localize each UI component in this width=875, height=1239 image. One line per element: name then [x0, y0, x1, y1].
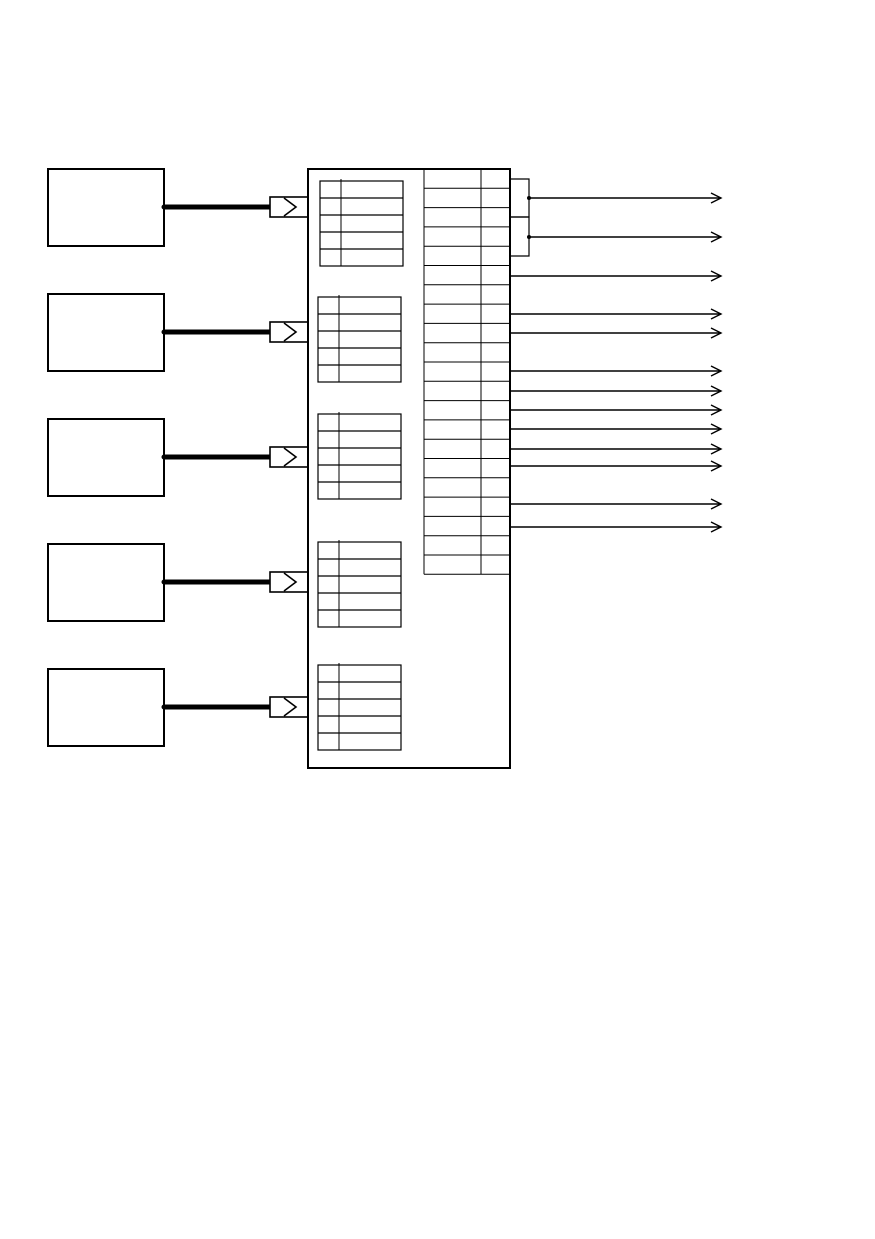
output-arrowhead	[710, 192, 723, 204]
connector	[269, 446, 309, 468]
terminal-blocks	[317, 179, 404, 751]
connector	[269, 321, 309, 343]
terminal-block	[317, 541, 402, 628]
source-box	[47, 418, 165, 497]
right-terminal-strip	[423, 169, 510, 575]
cables	[161, 204, 273, 710]
connector	[269, 696, 309, 718]
output-arrowhead	[710, 385, 723, 397]
output-arrowhead	[710, 404, 723, 416]
terminal-block	[317, 296, 402, 383]
source-box	[47, 293, 165, 372]
junction-dot	[527, 196, 531, 200]
connector-chevron	[283, 697, 298, 717]
connector-chevron	[283, 447, 298, 467]
connector	[269, 571, 309, 593]
output-arrowhead	[710, 460, 723, 472]
connector-chevron	[283, 197, 298, 217]
terminal-block	[317, 413, 402, 500]
output-arrowhead	[710, 270, 723, 282]
connector-chevron	[283, 322, 298, 342]
source-blocks	[47, 168, 165, 747]
terminal-block	[317, 664, 402, 751]
main-panel	[307, 168, 511, 769]
output-arrowhead	[710, 365, 723, 377]
output-arrowhead	[710, 423, 723, 435]
connector-chevron	[283, 572, 298, 592]
source-box	[47, 543, 165, 622]
output-arrowhead	[710, 521, 723, 533]
source-box	[47, 668, 165, 747]
junction-dot	[527, 235, 531, 239]
output-lines	[510, 178, 723, 533]
connectors	[269, 196, 309, 718]
terminal-block	[319, 180, 404, 267]
jumper-bracket	[510, 216, 530, 257]
output-arrowhead	[710, 443, 723, 455]
output-arrowhead	[710, 498, 723, 510]
output-arrowhead	[710, 231, 723, 243]
output-arrowhead	[710, 308, 723, 320]
jumper-bracket	[510, 178, 530, 218]
connector	[269, 196, 309, 218]
source-box	[47, 168, 165, 247]
output-arrowhead	[710, 327, 723, 339]
